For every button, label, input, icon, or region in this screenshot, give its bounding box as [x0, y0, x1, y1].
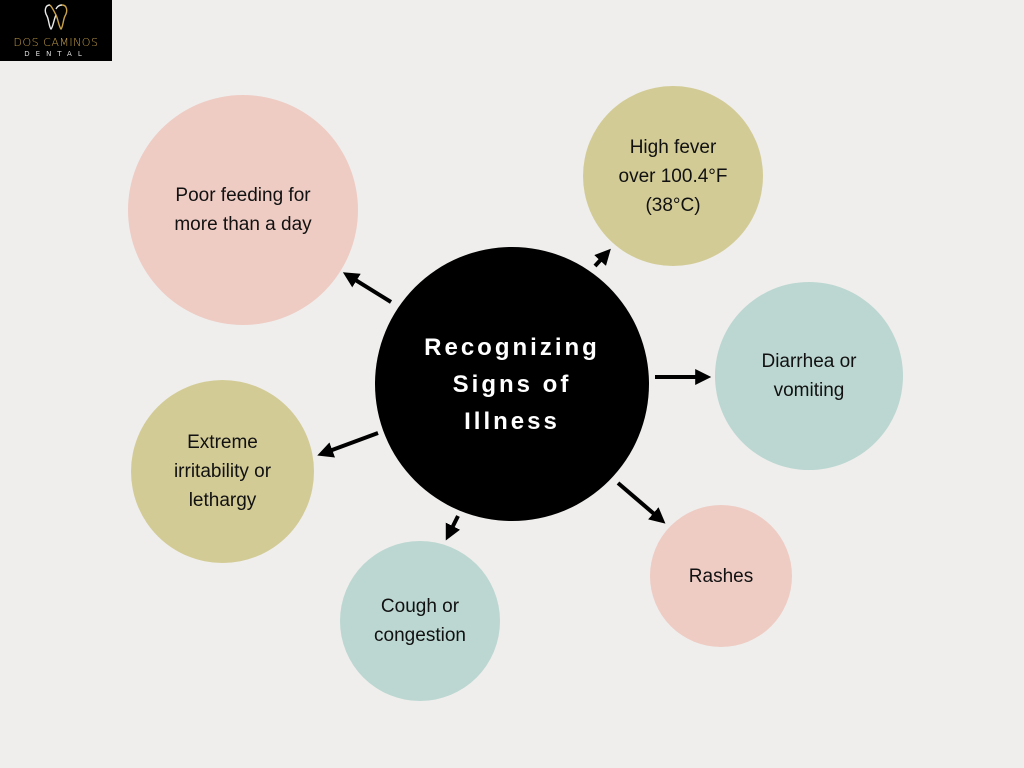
arrow-to-extreme-irritability: [317, 431, 379, 458]
node-poor-feeding: Poor feeding for more than a day: [128, 95, 358, 325]
arrow-to-high-fever: [593, 248, 611, 268]
node-cough: Cough or congestion: [340, 541, 500, 701]
node-extreme-irritability: Extreme irritability or lethargy: [131, 380, 314, 563]
node-label: Rashes: [688, 565, 754, 587]
node-rashes: Rashes: [650, 505, 792, 647]
node-high-fever: High fever over 100.4°F (38°C): [583, 86, 763, 266]
logo-name: DOS CAMINOS: [13, 36, 99, 49]
node-label: High fever over 100.4°F (38°C): [618, 136, 728, 216]
node-label: Extreme irritability or lethargy: [173, 432, 272, 511]
node-label: Cough or congestion: [374, 596, 466, 646]
logo: DOS CAMINOS DENTAL: [0, 0, 112, 61]
node-label: Poor feeding for more than a day: [174, 185, 312, 235]
arrow-to-poor-feeding: [342, 272, 393, 304]
logo-subtitle: DENTAL: [24, 50, 88, 58]
tooth-icon: [44, 4, 68, 30]
center-title: Recognizing Signs of Illness: [424, 333, 600, 435]
node-diarrhea: Diarrhea or vomiting: [715, 282, 903, 470]
arrow-to-cough: [445, 515, 461, 541]
center-node: Recognizing Signs of Illness: [375, 247, 649, 521]
node-label: Diarrhea or vomiting: [761, 351, 857, 401]
arrow-to-rashes: [616, 481, 666, 524]
